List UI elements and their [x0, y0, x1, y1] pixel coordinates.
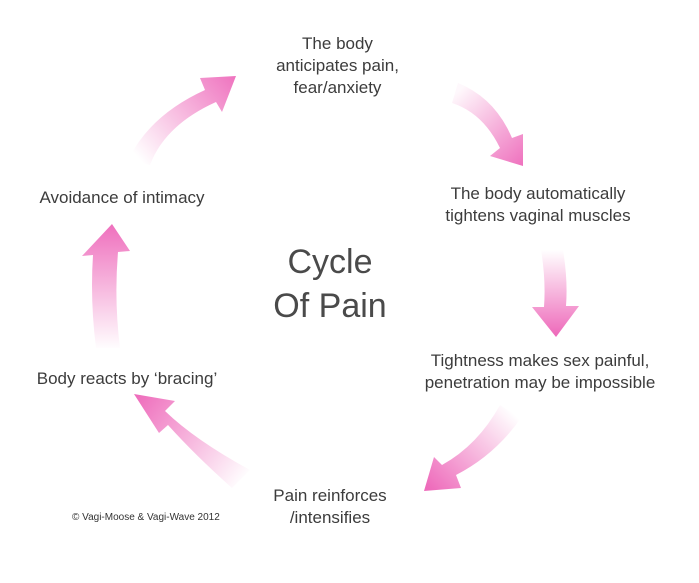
step-bracing: Body reacts by ‘bracing’: [36, 369, 218, 388]
arrow-painful-to-reinforce: [424, 405, 521, 491]
arrow-tighten-to-painful: [532, 250, 579, 337]
arrow-bracing-to-avoidance: [82, 224, 130, 348]
step-painful: Tightness makes sex painful, penetration…: [424, 351, 656, 392]
arrow-anticipate-to-tighten: [452, 83, 523, 166]
step-anticipate: The body anticipates pain, fear/anxiety: [276, 34, 399, 97]
step-reinforce: Pain reinforces /intensifies: [273, 486, 387, 527]
copyright-notice: © Vagi-Moose & Vagi-Wave 2012: [72, 512, 220, 523]
arrow-reinforce-to-bracing: [134, 394, 250, 488]
arrow-avoidance-to-anticipate: [128, 76, 236, 165]
diagram-title: Cycle Of Pain: [273, 243, 387, 325]
step-tighten: The body automatically tightens vaginal …: [445, 184, 631, 225]
step-avoidance: Avoidance of intimacy: [39, 188, 205, 207]
